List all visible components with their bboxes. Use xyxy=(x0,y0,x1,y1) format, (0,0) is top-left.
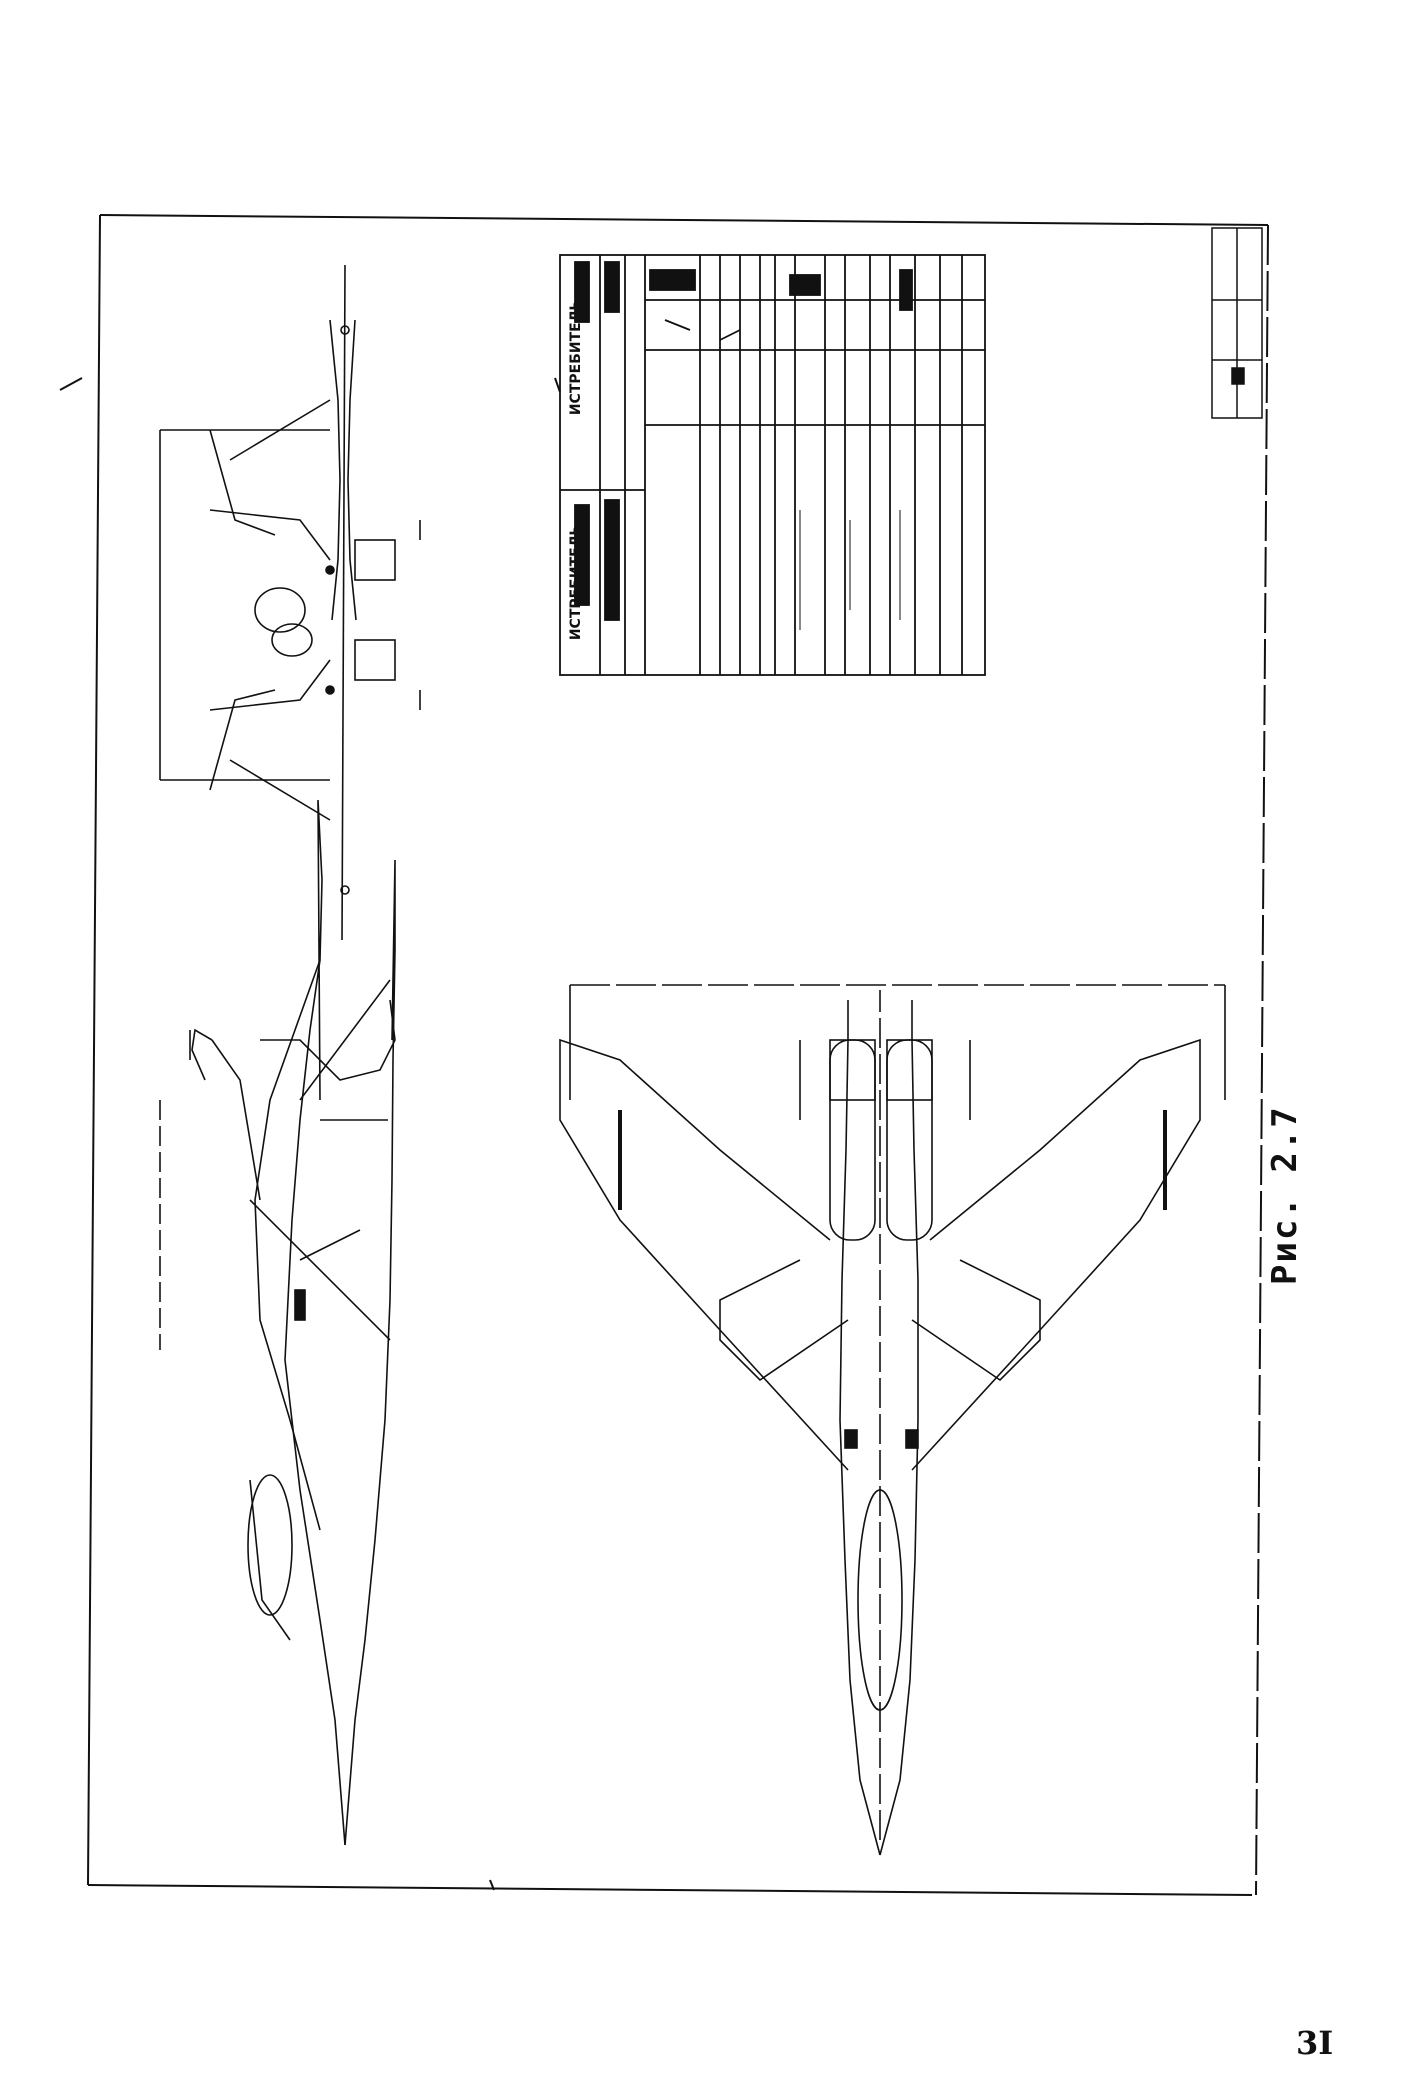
table-header-left: ИСТРЕБИТЕЛЬ xyxy=(568,300,584,416)
page-number: 3I xyxy=(1296,2024,1334,2062)
front-view xyxy=(159,264,421,941)
top-view xyxy=(559,984,1226,1856)
side-view xyxy=(159,799,396,1846)
figure-caption: Рис. 2.7 xyxy=(1265,1105,1305,1285)
table-header-right: ИСТРЕБИТЕЛЬ xyxy=(568,525,584,641)
stray-marks xyxy=(59,377,561,1891)
spec-table xyxy=(559,254,986,676)
drawing-frame xyxy=(87,214,1269,1896)
title-block xyxy=(1211,227,1263,419)
